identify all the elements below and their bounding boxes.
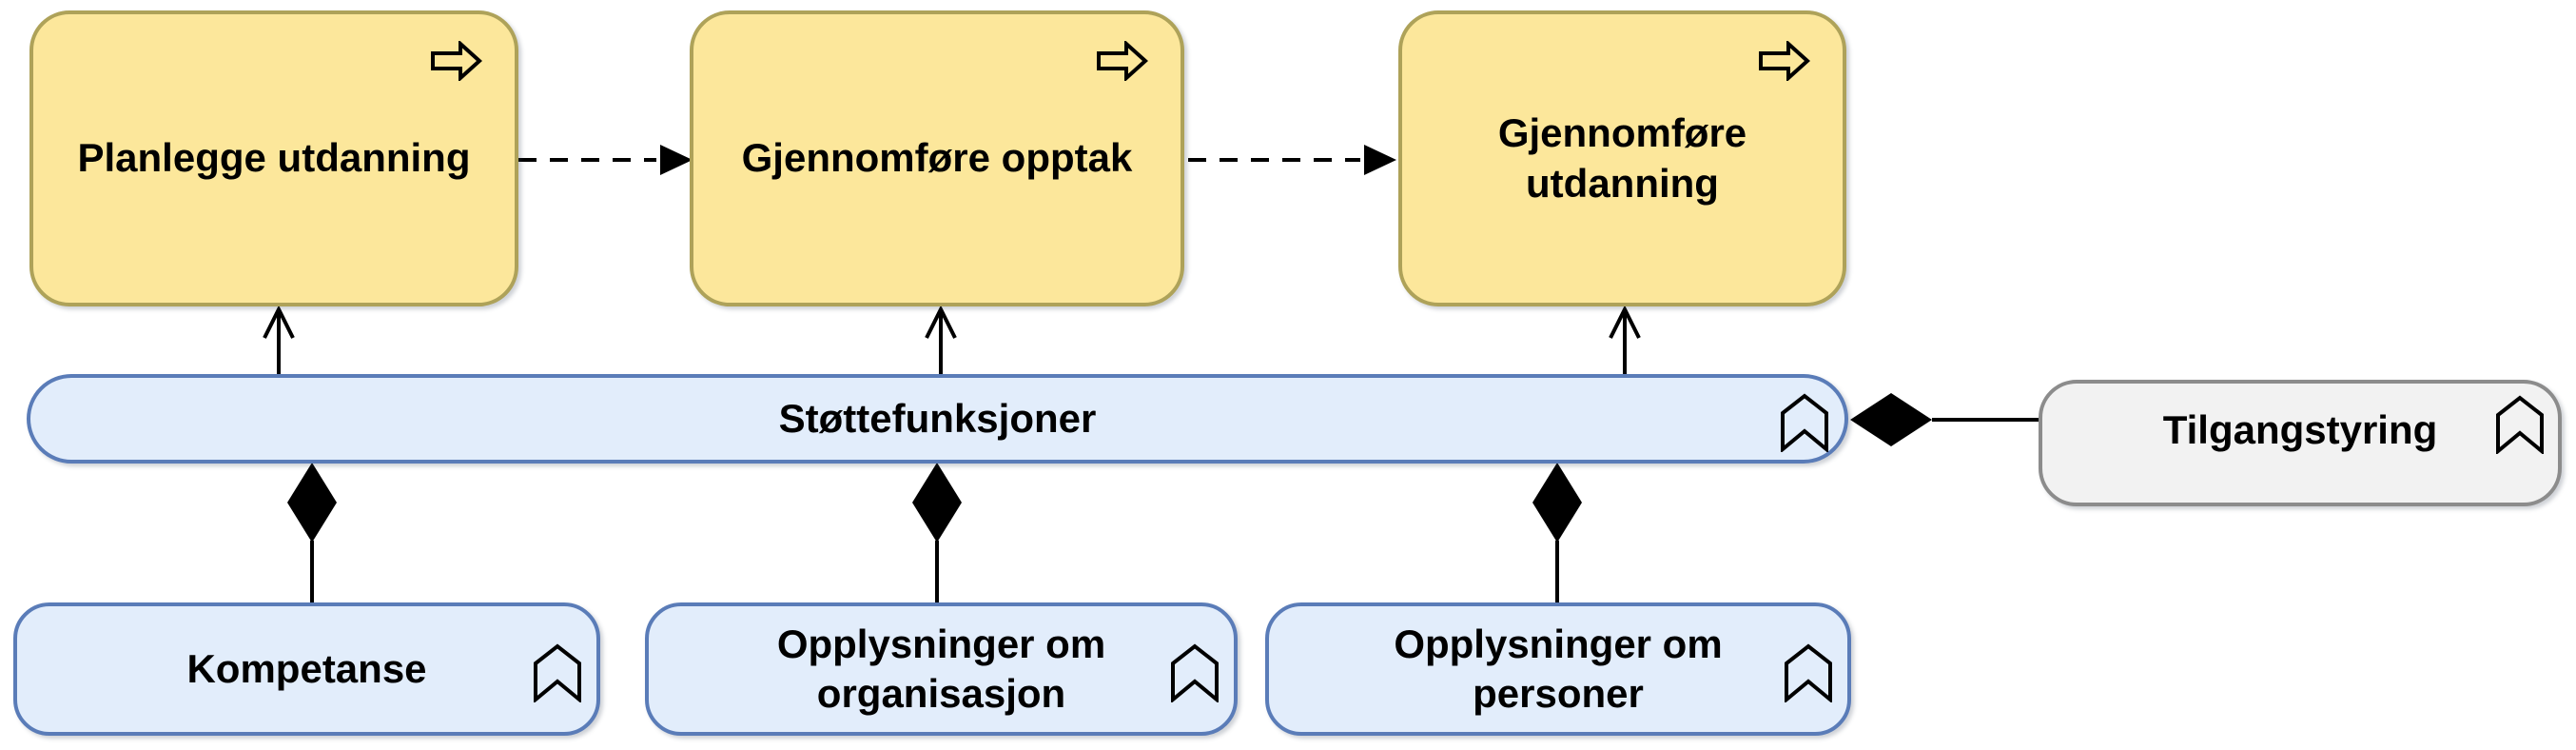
node-opplysninger-om-personer[interactable]: Opplysninger om personer xyxy=(1265,602,1851,736)
node-gjennomfore-utdanning[interactable]: Gjennomføre utdanning xyxy=(1398,10,1846,306)
node-label: Opplysninger om organisasjon xyxy=(776,621,1106,717)
node-label: Støttefunksjoner xyxy=(778,395,1097,441)
composition-to-kompetanse xyxy=(287,463,337,603)
node-label: Gjennomføre utdanning xyxy=(1497,110,1747,206)
flow-arrow-opptak-to-utdanning xyxy=(1188,145,1396,175)
composition-to-organisasjon xyxy=(912,463,962,603)
serving-arrow-to-opptak xyxy=(925,305,957,374)
node-tilgangstyring[interactable]: Tilgangstyring xyxy=(2039,380,2562,506)
node-label: Opplysninger om personer xyxy=(1394,621,1723,717)
function-chevron-icon xyxy=(2496,395,2544,454)
node-planlegge-utdanning[interactable]: Planlegge utdanning xyxy=(29,10,518,306)
serving-arrow-to-planlegge xyxy=(263,305,295,374)
node-label: Tilgangstyring xyxy=(2162,407,2438,453)
function-chevron-icon xyxy=(1781,393,1828,452)
serving-arrow-to-utdanning xyxy=(1609,305,1641,374)
process-arrow-icon xyxy=(1759,41,1810,81)
node-gjennomfore-opptak[interactable]: Gjennomføre opptak xyxy=(690,10,1184,306)
function-chevron-icon xyxy=(1171,643,1219,702)
composition-to-personer xyxy=(1532,463,1582,603)
node-label: Planlegge utdanning xyxy=(77,135,471,181)
node-kompetanse[interactable]: Kompetanse xyxy=(13,602,600,736)
node-label: Gjennomføre opptak xyxy=(741,135,1133,181)
node-label: Kompetanse xyxy=(186,645,427,691)
function-chevron-icon xyxy=(1785,643,1832,702)
node-stottefunksjoner[interactable]: Støttefunksjoner xyxy=(27,374,1848,464)
node-opplysninger-om-organisasjon[interactable]: Opplysninger om organisasjon xyxy=(645,602,1238,736)
process-arrow-icon xyxy=(431,41,482,81)
function-chevron-icon xyxy=(534,643,581,702)
composition-to-tilgangstyring xyxy=(1850,393,2039,446)
flow-arrow-planlegge-to-opptak xyxy=(518,145,693,175)
process-arrow-icon xyxy=(1097,41,1148,81)
